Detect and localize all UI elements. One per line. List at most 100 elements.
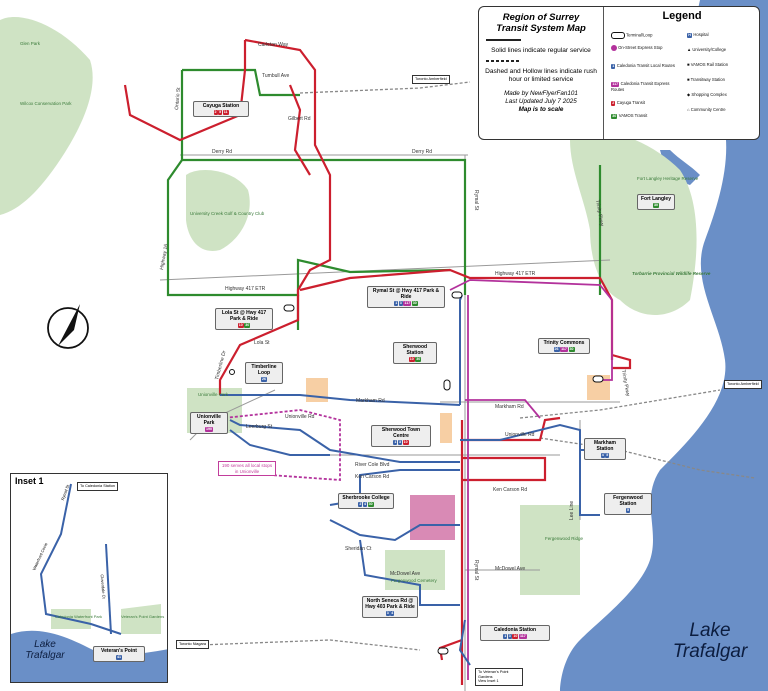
park-label-ridge: Fergenwood Ridge xyxy=(545,536,584,541)
road-label-sheridan: Sheridan Ct xyxy=(345,546,372,552)
mall-orange2 xyxy=(587,375,610,400)
road-label-markham-2: Markham Rd xyxy=(495,404,524,410)
graduation-cap-icon: ▲ xyxy=(687,47,692,52)
lake-label: Lake Trafalgar xyxy=(672,620,748,662)
legend-hospital: H Hospital xyxy=(687,32,709,38)
road-label-hwy417: Highway 417 ETR xyxy=(225,286,266,292)
legend-transitway: ■ Transitway Station xyxy=(687,77,725,82)
road-label-river-cole: River Cole Blvd xyxy=(355,462,390,468)
campus-sherbrooke xyxy=(410,495,455,540)
dest-toronto-amberfield: Toronto Amberfield xyxy=(412,75,450,84)
legend-cayuga: 2 Cayuga Transit xyxy=(611,100,645,106)
inset-lake xyxy=(11,630,167,682)
inset-title: Inset 1 xyxy=(15,476,44,486)
road-label-mcdowel-2: McDowel Ave xyxy=(495,566,525,572)
road-label-hwy417-2: Highway 417 ETR xyxy=(495,271,536,277)
station-timberline-loop[interactable]: Timberline Loop 26 xyxy=(245,362,283,384)
park-west xyxy=(0,16,93,215)
dest-toronto-niagara: Toronto Niagara xyxy=(176,640,210,649)
inset-park2 xyxy=(121,604,161,634)
inset-panel: Inset 1 To Caledonia Station Lake Trafal… xyxy=(10,473,168,683)
magenta-route xyxy=(449,279,613,680)
park-label-golf: University Creek Golf & Country Club xyxy=(190,211,265,216)
legend-dashed-line xyxy=(486,60,521,62)
lake-trafalgar xyxy=(560,0,768,691)
legend-keys: Legend Terminal/Loop On-Street Express S… xyxy=(607,7,757,139)
terminal-markers xyxy=(209,291,604,655)
map-title: Region of Surrey Transit System Map xyxy=(496,12,586,34)
house-icon: ⌂ xyxy=(687,107,690,112)
park-label-glen: Glen Park xyxy=(20,41,41,46)
legend-onstreet: On-Street Express Stop xyxy=(611,45,671,51)
legend-caledonia-local: 1 Caledonia Transit Local Routes xyxy=(611,63,675,69)
legend-caledonia-express: 117 Caledonia Transit Express Routes xyxy=(611,81,670,92)
station-fergenwood[interactable]: Fergenwood Station 5 xyxy=(604,493,652,515)
road-label-lee-line: Lee Line xyxy=(569,501,575,520)
road-label-lola: Lola St xyxy=(254,340,270,346)
legend-dashed-note: Dashed and Hollow lines indicate rush ho… xyxy=(485,68,597,83)
inset-park-label-2: Veteran's Point Gardens xyxy=(121,614,165,619)
road-label-trinity: Trinity Pkwy xyxy=(594,199,605,227)
legend-terminal: Terminal/Loop xyxy=(611,32,652,39)
station-fort-langley[interactable]: Fort Langley 30 xyxy=(637,194,675,210)
legend-panel: Region of Surrey Transit System Map Soli… xyxy=(478,6,760,140)
legend-info: Region of Surrey Transit System Map Soli… xyxy=(479,7,604,139)
road-label-ken-carson: Ken Carson Rd xyxy=(355,474,389,480)
dest-toronto-amberfield-right: Toronto Amberfield xyxy=(724,380,762,389)
inset-dest-caledonia: To Caledonia Station xyxy=(77,482,119,491)
legend-community: ⌂ Community Centre xyxy=(687,107,726,112)
legend-vamos-rail: ■ VAMOS Rail Station xyxy=(687,62,729,67)
legend-shopping: ◆ Shopping Complex xyxy=(687,92,727,97)
unionville-note: 190 serves all local stops in Unionville xyxy=(218,461,276,476)
legend-university: ▲ University/College xyxy=(687,47,727,52)
park-label-hist: Fort Langley Heritage Reserve xyxy=(637,176,699,181)
road-label-rymal: Rymal St xyxy=(473,190,479,211)
park-east xyxy=(570,131,697,315)
shopping-cart-icon: ◆ xyxy=(687,92,691,97)
road-label-rymal-2: Rymal St xyxy=(473,560,479,581)
compass-icon xyxy=(47,304,89,349)
inset-station-veterans[interactable]: Veteran's Point 41 xyxy=(93,646,145,662)
park-label-cemetery: Fergenwood Cemetery xyxy=(391,578,438,583)
magenta-dashed xyxy=(204,409,341,481)
road-label-trinity-2: Trinity Pkwy xyxy=(620,369,631,397)
road-label-unionville-2: Unionville Rd xyxy=(505,432,535,438)
legend-vamos: 30 VAMOS Transit xyxy=(611,113,648,119)
road-label-timberline: Timberline Dr xyxy=(214,350,228,381)
road-label-gilbert: Gilbert Rd xyxy=(288,116,311,122)
train-icon: ■ xyxy=(687,62,690,67)
road-label-markham: Markham Rd xyxy=(356,398,385,404)
road-label-derry-2: Derry Rd xyxy=(412,149,432,155)
legend-solid-line xyxy=(486,39,521,41)
park-label-wilcox: Wilcox Conservation Park xyxy=(20,101,72,106)
station-unionville-park[interactable]: Unionville Park 190 xyxy=(190,412,228,434)
legend-heading: Legend xyxy=(662,10,702,22)
mall-orange3 xyxy=(440,413,452,443)
legend-solid-note: Solid lines indicate regular service xyxy=(491,47,591,54)
road-label-ken-carson-2: Ken Carson Rd xyxy=(493,487,527,493)
road-label-hwy16: Highway 16 xyxy=(159,243,169,270)
inset-route xyxy=(39,483,122,635)
road-label-carleton: Carleton Way xyxy=(258,42,289,48)
road-label-ontario: Ontario St xyxy=(174,87,182,111)
road-label-mcdowel: McDowel Ave xyxy=(390,571,420,577)
legend-credit: Made by NewFlyerFan101 Last Updated July… xyxy=(504,90,578,113)
park-label-east: Torbarrie Provincial Wildlife Reserve xyxy=(632,271,711,276)
park-label-unionville: Unionville Park xyxy=(198,392,229,397)
park-golf xyxy=(186,170,250,251)
inset-lake-label: Lake Trafalgar xyxy=(25,639,65,661)
inset-park-label: Caledonia Waterfront Park xyxy=(55,614,102,619)
road-label-unionville: Unionville Rd xyxy=(285,414,315,420)
